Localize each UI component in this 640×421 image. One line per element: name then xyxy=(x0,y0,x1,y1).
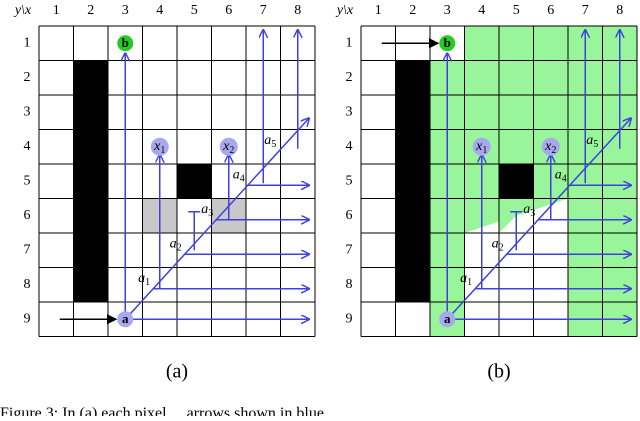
start-node xyxy=(439,311,456,328)
x-label: 1 xyxy=(375,3,382,18)
green-cell xyxy=(499,26,534,61)
var-label: x2 xyxy=(544,139,556,156)
y-label: 6 xyxy=(346,208,353,223)
path-arrow xyxy=(446,118,631,320)
var-node-x1 xyxy=(472,137,491,156)
y-label: 3 xyxy=(346,104,353,119)
y-label: 8 xyxy=(346,277,353,292)
axis-corner-label: y\x xyxy=(335,3,354,18)
var-label: x2 xyxy=(222,139,234,156)
var-node-x2 xyxy=(541,137,560,156)
wall-block xyxy=(395,60,430,302)
path-arrow xyxy=(124,118,309,320)
y-label: 4 xyxy=(24,139,31,154)
figure-footer: Figure 3: In (a) each pixel ... arrows s… xyxy=(0,406,640,416)
axis-corner-label: y\x xyxy=(13,3,32,18)
obstacle-block xyxy=(499,164,534,199)
obstacle-block xyxy=(177,164,212,199)
x-label: 4 xyxy=(156,3,163,18)
a-label: a2 xyxy=(492,236,504,253)
start-node xyxy=(117,311,134,328)
x-label: 4 xyxy=(478,3,485,18)
x-label: 1 xyxy=(53,3,60,18)
y-label: 4 xyxy=(346,139,353,154)
x-label: 2 xyxy=(409,3,416,18)
var-node-x2 xyxy=(219,137,238,156)
x-label: 8 xyxy=(294,3,301,18)
x-label: 2 xyxy=(87,3,94,18)
x-label: 3 xyxy=(122,3,129,18)
wall-block xyxy=(73,60,108,302)
green-cell xyxy=(602,267,637,302)
y-label: 1 xyxy=(24,35,31,50)
figure-footer-text: Figure 3: In (a) each pixel ... arrows s… xyxy=(0,406,340,416)
green-cell xyxy=(499,95,534,130)
a-label: a5 xyxy=(586,133,598,150)
y-label: 1 xyxy=(346,35,353,50)
x-label: 7 xyxy=(582,3,589,18)
green-cell xyxy=(568,233,603,268)
x-label: 5 xyxy=(513,3,520,18)
panel-caption: (a) xyxy=(166,361,188,383)
green-cell xyxy=(464,95,499,130)
start-label: a xyxy=(444,311,451,326)
y-label: 5 xyxy=(24,173,31,188)
green-cell xyxy=(533,26,568,61)
y-label: 2 xyxy=(24,70,31,85)
green-cell xyxy=(533,60,568,95)
y-label: 5 xyxy=(346,173,353,188)
y-label: 8 xyxy=(24,277,31,292)
y-label: 7 xyxy=(24,242,31,257)
goal-node xyxy=(117,35,134,52)
y-label: 6 xyxy=(24,208,31,223)
a-label: a5 xyxy=(264,133,276,150)
panel-a: 1 2 3 4 5 6 7 8 1 2 3 4 5 6 7 8 9 y\x a1 a2 a3 a4 a5 x1 x2 a b (a) xyxy=(13,3,316,383)
x-label: 6 xyxy=(225,3,232,18)
green-cell xyxy=(499,60,534,95)
y-label: 9 xyxy=(24,311,31,326)
a-label: a4 xyxy=(555,167,567,184)
a-label: a2 xyxy=(170,236,182,253)
green-cell xyxy=(568,267,603,302)
var-node-x1 xyxy=(150,137,169,156)
goal-label: b xyxy=(444,35,451,50)
green-cell xyxy=(602,198,637,233)
y-label: 9 xyxy=(346,311,353,326)
green-cell xyxy=(464,60,499,95)
green-cell xyxy=(568,198,603,233)
panel-caption: (b) xyxy=(487,361,510,383)
y-label: 7 xyxy=(346,242,353,257)
a-label: a4 xyxy=(233,167,245,184)
x-label: 3 xyxy=(444,3,451,18)
green-cell xyxy=(533,95,568,130)
green-cell xyxy=(464,26,499,61)
a-label: a3 xyxy=(523,202,535,219)
green-cell xyxy=(602,233,637,268)
a-label: a1 xyxy=(460,271,472,288)
goal-node xyxy=(439,35,456,52)
green-cell xyxy=(602,164,637,199)
x-label: 6 xyxy=(547,3,554,18)
y-label: 2 xyxy=(346,70,353,85)
start-label: a xyxy=(122,311,129,326)
var-label: x1 xyxy=(475,139,487,156)
goal-label: b xyxy=(122,35,129,50)
panel-b: 1 2 3 4 5 6 7 8 1 2 3 4 5 6 7 8 9 y\x a1 a2 a3 a4 a5 x1 x2 a b (b) xyxy=(335,3,638,383)
green-cell xyxy=(499,129,534,164)
x-label: 5 xyxy=(191,3,198,18)
a-label: a3 xyxy=(201,202,213,219)
x-label: 7 xyxy=(260,3,267,18)
y-label: 3 xyxy=(24,104,31,119)
a-label: a1 xyxy=(138,271,150,288)
var-label: x1 xyxy=(153,139,165,156)
x-label: 8 xyxy=(616,3,623,18)
